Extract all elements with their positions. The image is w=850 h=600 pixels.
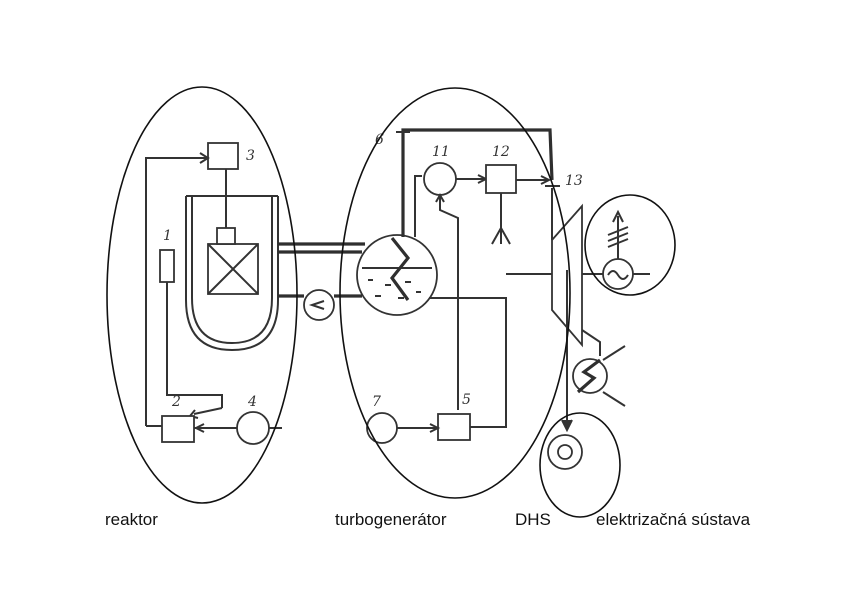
caption-turbogenerator: turbogenerátor (335, 510, 447, 529)
label-12: 12 (492, 144, 510, 160)
caption-reactor: reaktor (105, 510, 158, 529)
label-7: 7 (372, 394, 381, 410)
component-11 (423, 162, 457, 196)
steam-generator (356, 234, 438, 316)
turbogenerator-oval (339, 87, 571, 499)
label-2: 2 (171, 394, 181, 410)
label-4: 4 (247, 394, 257, 410)
label-3: 3 (246, 148, 255, 164)
reactor-oval (106, 86, 298, 504)
primary-loop (278, 242, 365, 321)
component-7-pump (366, 412, 398, 444)
component-12-box (485, 164, 517, 194)
label-5: 5 (462, 392, 471, 408)
label-11: 11 (432, 144, 450, 160)
grid-oval (584, 194, 676, 296)
component-1-box (159, 249, 175, 283)
primary-pump (303, 289, 335, 321)
caption-dhs: DHS (515, 510, 551, 529)
label-13: 13 (565, 173, 583, 189)
label-1: 1 (163, 228, 172, 244)
caption-grid: elektrizačná sústava (596, 510, 751, 529)
steam-section: 6 11 12 5 7 (356, 128, 554, 444)
label-6: 6 (375, 132, 384, 148)
component-4-pump (236, 411, 270, 445)
component-3-box (207, 142, 239, 170)
generator-group (572, 209, 650, 407)
component-5-box (437, 413, 471, 441)
reactor-vessel (185, 195, 279, 352)
dhs-consumer (547, 270, 583, 470)
component-2-box (161, 415, 195, 443)
dhs-oval (539, 412, 621, 518)
reactor-section: 3 1 2 4 (145, 142, 282, 445)
